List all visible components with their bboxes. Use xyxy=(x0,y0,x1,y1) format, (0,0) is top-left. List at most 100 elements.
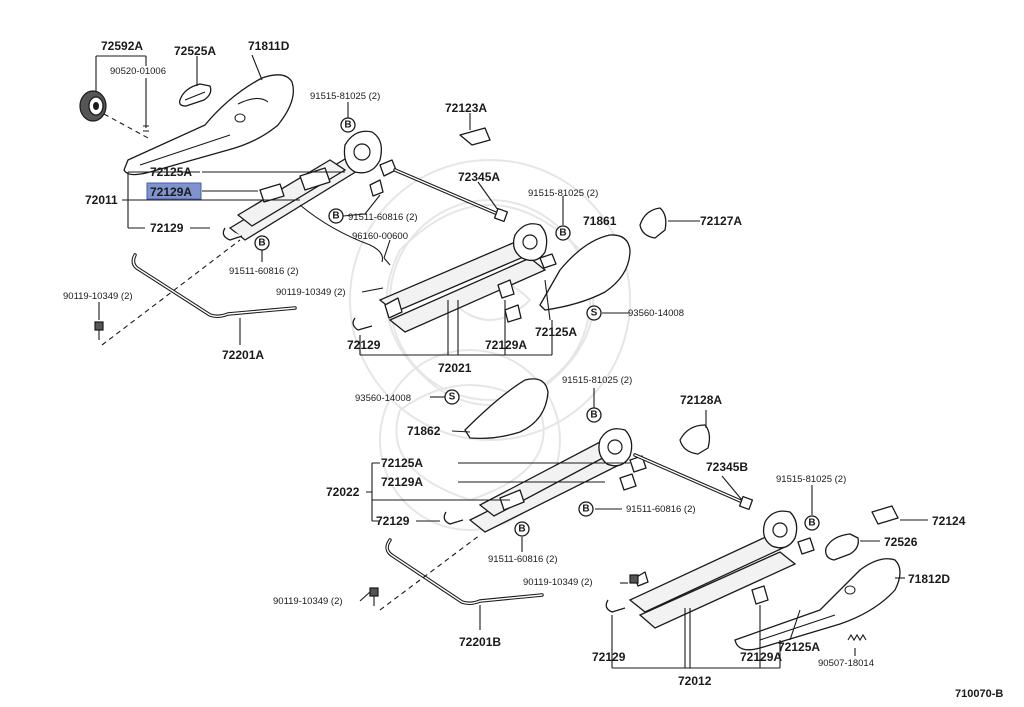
svg-text:B: B xyxy=(332,211,339,222)
screw-callout-1[interactable]: S xyxy=(586,305,602,321)
rod-72345b[interactable] xyxy=(633,453,754,511)
label-91511-60816-a[interactable]: 91511-60816 (2) xyxy=(348,212,418,223)
label-72345a[interactable]: 72345A xyxy=(458,170,500,184)
label-72129-d[interactable]: 72129 xyxy=(592,650,626,664)
svg-text:B: B xyxy=(258,238,265,249)
seat-track-72021[interactable] xyxy=(352,223,557,333)
label-91515-81025-b[interactable]: 91515-81025 (2) xyxy=(528,188,598,199)
torsion-bar-72201b[interactable] xyxy=(385,538,544,606)
leader-lines xyxy=(95,54,928,669)
label-90520-01006[interactable]: 90520-01006 xyxy=(110,66,166,77)
label-72125a-a[interactable]: 72125A xyxy=(150,165,192,179)
label-72526[interactable]: 72526 xyxy=(884,535,918,549)
bolt-callout-4[interactable]: B xyxy=(555,225,571,241)
label-72201b[interactable]: 72201B xyxy=(459,635,501,649)
svg-text:B: B xyxy=(582,504,589,515)
svg-text:B: B xyxy=(808,518,815,529)
bolt-90119-d[interactable] xyxy=(629,574,639,584)
label-93560-14008-b[interactable]: 93560-14008 xyxy=(355,393,411,404)
bolt-callout-5[interactable]: B xyxy=(586,407,602,423)
seat-track-72022[interactable] xyxy=(443,428,647,533)
label-72129-c[interactable]: 72129 xyxy=(376,514,410,528)
seat-track-72011[interactable] xyxy=(222,130,397,241)
label-72525a[interactable]: 72525A xyxy=(174,44,216,58)
label-90119-10349-a[interactable]: 90119-10349 (2) xyxy=(63,291,133,302)
knob-72592a[interactable] xyxy=(79,90,107,122)
bolt-callout-7[interactable]: B xyxy=(514,521,530,537)
bracket-72124[interactable] xyxy=(871,505,899,525)
label-91511-60816-b[interactable]: 91511-60816 (2) xyxy=(229,266,299,277)
bolt-callout-3[interactable]: B xyxy=(254,235,270,251)
label-90507-18014[interactable]: 90507-18014 xyxy=(818,658,874,669)
label-91515-81025-a[interactable]: 91515-81025 (2) xyxy=(310,91,380,102)
cover-72525a[interactable] xyxy=(178,83,212,107)
dashed-guide-72201b xyxy=(379,534,481,611)
label-90119-10349-d[interactable]: 90119-10349 (2) xyxy=(523,577,593,588)
cover-72128a[interactable] xyxy=(679,424,711,455)
label-72022[interactable]: 72022 xyxy=(326,485,360,499)
bolt-callout-2[interactable]: B xyxy=(328,208,344,224)
cushion-71861[interactable] xyxy=(539,234,631,311)
cable-96160[interactable] xyxy=(299,204,391,266)
label-72201a[interactable]: 72201A xyxy=(222,348,264,362)
dashed-guide-knob xyxy=(103,113,149,139)
label-71862[interactable]: 71862 xyxy=(407,424,441,438)
bracket-72123a[interactable] xyxy=(459,127,491,146)
spring-90507[interactable] xyxy=(847,633,867,642)
bolt-90119-a[interactable] xyxy=(94,321,104,340)
label-91515-81025-c[interactable]: 91515-81025 (2) xyxy=(562,375,632,386)
label-72128a[interactable]: 72128A xyxy=(680,393,722,407)
bolt-callout-8[interactable]: B xyxy=(804,515,820,531)
bolt-callout-1[interactable]: B xyxy=(340,117,356,133)
label-72127a[interactable]: 72127A xyxy=(700,214,742,228)
pin-90520[interactable] xyxy=(143,78,149,132)
cover-72127a[interactable] xyxy=(639,207,667,239)
label-90119-10349-b[interactable]: 90119-10349 (2) xyxy=(276,287,346,298)
label-72129-a[interactable]: 72129 xyxy=(150,221,184,235)
svg-text:S: S xyxy=(449,392,456,403)
rod-72345a[interactable] xyxy=(393,168,509,223)
label-72129a-highlighted[interactable]: 72129A xyxy=(150,185,192,199)
svg-text:B: B xyxy=(344,120,351,131)
label-96160-00600[interactable]: 96160-00600 xyxy=(352,231,408,242)
shield-71811d[interactable] xyxy=(123,74,295,176)
label-72592a[interactable]: 72592A xyxy=(101,39,143,53)
label-72012[interactable]: 72012 xyxy=(678,674,712,688)
label-90119-10349-c[interactable]: 90119-10349 (2) xyxy=(273,596,343,607)
diagram-code: 710070-B xyxy=(955,688,1003,700)
part-labels: 72592A 72525A 71811D 90520-01006 91515-8… xyxy=(63,39,1003,700)
label-93560-14008-a[interactable]: 93560-14008 xyxy=(628,308,684,319)
cushion-71862[interactable] xyxy=(464,378,549,440)
label-71861[interactable]: 71861 xyxy=(583,214,617,228)
torsion-bar-72201a[interactable] xyxy=(131,253,297,319)
watermark-emblem xyxy=(349,159,631,531)
bolt-90119-c[interactable] xyxy=(369,587,379,606)
label-72129-b[interactable]: 72129 xyxy=(347,338,381,352)
label-72345b[interactable]: 72345B xyxy=(706,460,748,474)
shield-71812d[interactable] xyxy=(734,558,901,651)
label-91511-60816-c[interactable]: 91511-60816 (2) xyxy=(626,504,696,515)
svg-text:B: B xyxy=(590,410,597,421)
highlight-72129a xyxy=(146,182,202,200)
svg-text:S: S xyxy=(591,308,598,319)
label-72129a-c[interactable]: 72129A xyxy=(381,475,423,489)
label-72123a[interactable]: 72123A xyxy=(445,101,487,115)
svg-text:B: B xyxy=(559,228,566,239)
label-72129a-d[interactable]: 72129A xyxy=(740,650,782,664)
label-72125a-c[interactable]: 72125A xyxy=(381,456,423,470)
label-72125a-b[interactable]: 72125A xyxy=(535,325,577,339)
label-71811d[interactable]: 71811D xyxy=(248,39,290,53)
label-91511-60816-d[interactable]: 91511-60816 (2) xyxy=(488,554,558,565)
label-72125a-d[interactable]: 72125A xyxy=(778,640,820,654)
label-72021[interactable]: 72021 xyxy=(438,361,472,375)
cover-72526[interactable] xyxy=(825,533,859,561)
label-91515-81025-d[interactable]: 91515-81025 (2) xyxy=(776,474,846,485)
label-71812d[interactable]: 71812D xyxy=(908,572,950,586)
screw-callout-2[interactable]: S xyxy=(444,389,460,405)
label-72124[interactable]: 72124 xyxy=(932,514,966,528)
seat-track-72012[interactable] xyxy=(605,510,815,629)
label-72011[interactable]: 72011 xyxy=(85,193,118,207)
label-72129a-b[interactable]: 72129A xyxy=(485,338,527,352)
bolt-callout-6[interactable]: B xyxy=(578,501,594,517)
